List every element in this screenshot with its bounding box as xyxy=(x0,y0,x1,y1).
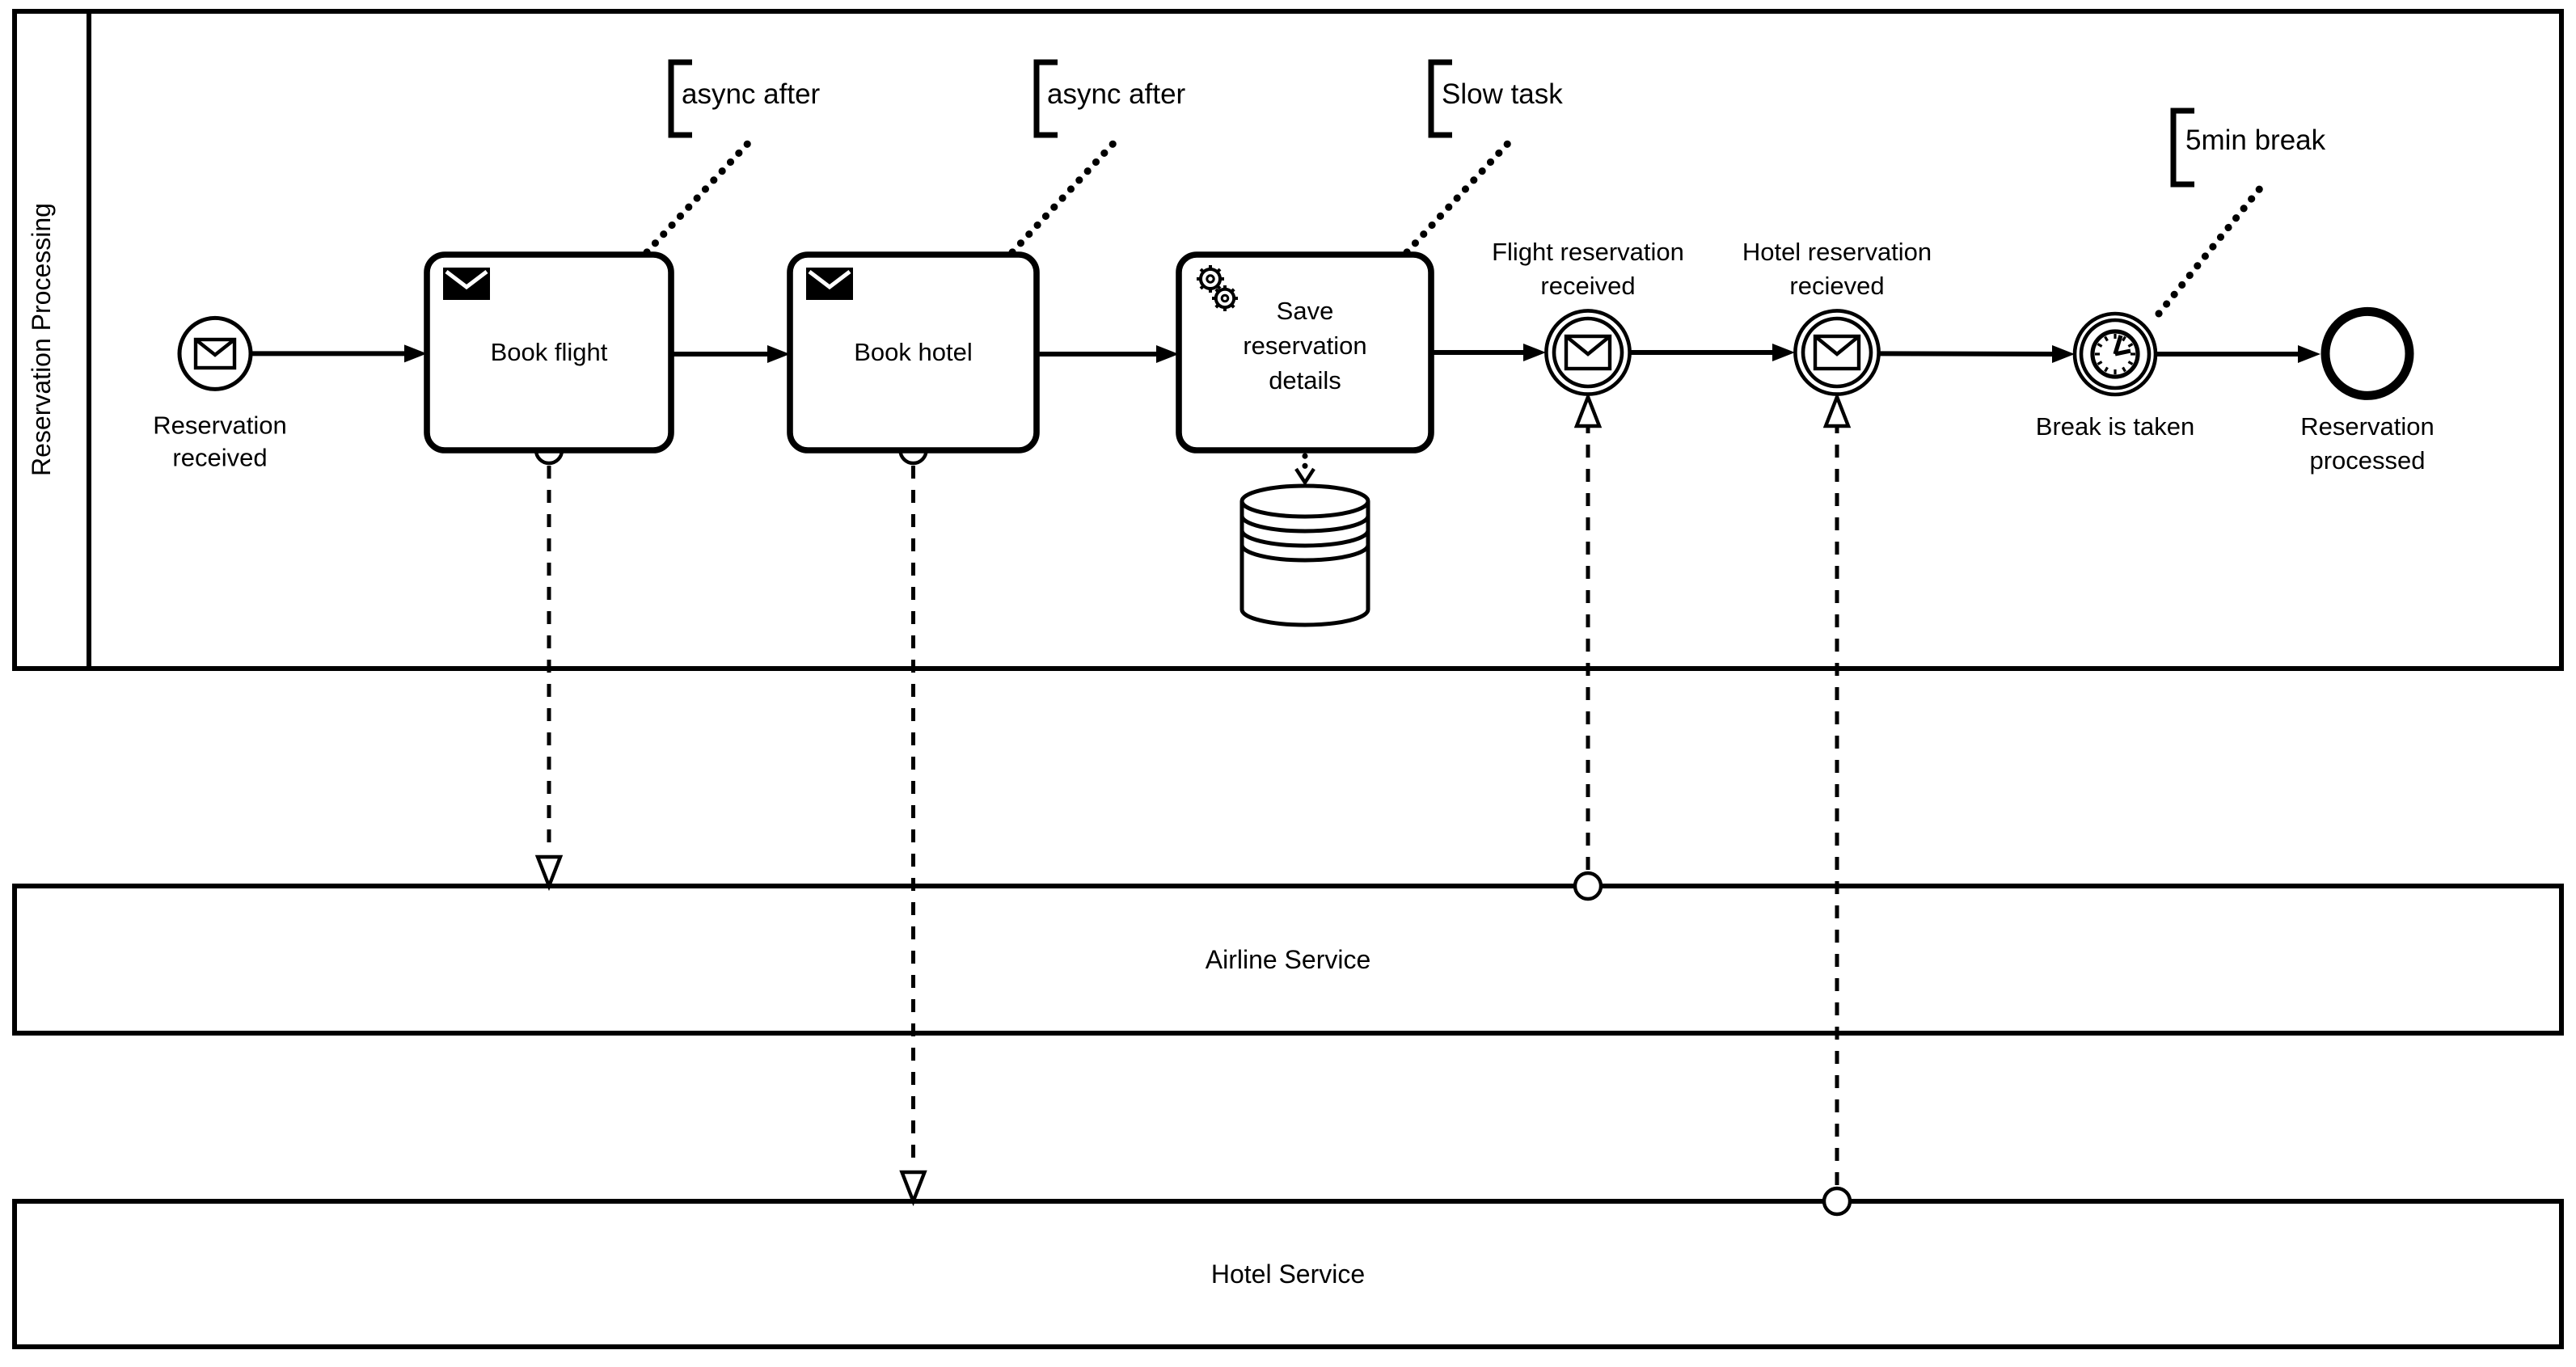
annotation-association xyxy=(643,135,756,256)
sequence-flow-start-to-book-flight[interactable] xyxy=(251,344,427,363)
event-timer-label: Break is taken xyxy=(2036,412,2194,441)
annotation-5min-break[interactable]: 5min break xyxy=(2155,108,2326,318)
annotation-association xyxy=(1008,135,1121,256)
sequence-flow-arrowhead xyxy=(2052,345,2075,363)
task-save-reservation-details[interactable]: Save reservation details xyxy=(1176,251,1434,454)
sequence-flow-line[interactable] xyxy=(1878,351,2054,357)
sequence-flow-arrowhead xyxy=(404,344,427,363)
message-envelope-icon xyxy=(1813,334,1861,371)
annotation-bracket xyxy=(1033,59,1058,138)
message-flow-open-arrowhead xyxy=(899,1170,927,1207)
message-flow-hotel-service-to-hotel-received[interactable] xyxy=(1822,391,1852,1217)
event-flight-received-label-line2: received xyxy=(1540,272,1635,300)
start-event-reservation-received[interactable]: Reservation received xyxy=(153,315,287,472)
database-cylinder-ring2 xyxy=(1239,530,1370,548)
pool-airline-service: Airline Service xyxy=(12,884,2564,1036)
message-flow-open-arrowhead xyxy=(1573,391,1603,428)
message-flow-source-circle xyxy=(1822,1186,1852,1217)
event-hotel-recieved-label-line1: Hotel reservation xyxy=(1742,238,1932,266)
task-book-hotel[interactable]: Book hotel xyxy=(787,251,1040,454)
task-save-details-label-line2: reservation xyxy=(1243,331,1366,360)
message-flow-airline-to-flight-received[interactable] xyxy=(1573,391,1603,901)
task-save-details-label-line1: Save xyxy=(1277,297,1334,325)
end-event-label-line2: processed xyxy=(2309,446,2425,475)
start-event-label-line2: received xyxy=(172,444,267,472)
pool-hotel-service-body[interactable] xyxy=(12,1199,2564,1349)
task-book-flight-label: Book flight xyxy=(491,338,608,366)
annotation-5min-break-text: 5min break xyxy=(2185,124,2326,156)
data-association-save-to-datastore[interactable] xyxy=(1294,453,1315,487)
data-association-open-arrowhead xyxy=(1294,467,1315,487)
end-event-circle[interactable] xyxy=(2321,306,2414,400)
task-book-flight[interactable]: Book flight xyxy=(424,251,674,454)
pool-airline-service-body[interactable] xyxy=(12,884,2564,1036)
annotation-bracket xyxy=(2170,108,2194,188)
end-event-label-line1: Reservation xyxy=(2300,412,2434,441)
event-hotel-reservation-recieved[interactable]: Hotel reservation recieved xyxy=(1742,238,1932,396)
message-envelope-icon xyxy=(806,268,853,300)
sequence-flow-book-hotel-to-save-details[interactable] xyxy=(1037,345,1179,363)
message-envelope-icon xyxy=(443,268,490,300)
sequence-flow-arrowhead xyxy=(767,345,790,363)
event-flight-received-label-line1: Flight reservation xyxy=(1492,238,1684,266)
message-envelope-icon xyxy=(193,337,237,370)
sequence-flow-hotel-received-to-timer[interactable] xyxy=(1878,345,2075,363)
sequence-flow-save-details-to-flight-received[interactable] xyxy=(1431,344,1546,361)
service-gears-icon xyxy=(1197,265,1238,311)
event-timer-break-is-taken[interactable]: Break is taken xyxy=(2036,311,2194,441)
task-book-hotel-label: Book hotel xyxy=(854,338,973,366)
annotation-association xyxy=(2155,184,2265,318)
annotation-async-after-1-text: async after xyxy=(682,78,821,110)
end-event-reservation-processed[interactable]: Reservation processed xyxy=(2300,306,2435,475)
message-flow-open-arrowhead xyxy=(1822,391,1852,428)
task-save-reservation-details-body[interactable] xyxy=(1176,251,1434,454)
annotation-bracket xyxy=(1428,59,1452,138)
annotation-association xyxy=(1403,135,1516,256)
pool-hotel-service: Hotel Service xyxy=(12,1199,2564,1349)
pool-hotel-service-label: Hotel Service xyxy=(1211,1259,1365,1289)
timer-clock-icon xyxy=(2090,329,2140,379)
annotation-bracket xyxy=(668,59,692,138)
database-cylinder-body[interactable] xyxy=(1239,501,1370,627)
pool-airline-service-label: Airline Service xyxy=(1206,945,1371,974)
task-save-details-label-line3: details xyxy=(1269,366,1341,394)
event-hotel-recieved-label-line2: recieved xyxy=(1789,272,1884,300)
database-cylinder-top xyxy=(1239,483,1370,519)
sequence-flow-arrowhead xyxy=(2298,345,2321,363)
annotation-slow-task[interactable]: Slow task xyxy=(1403,59,1563,256)
sequence-flow-arrowhead xyxy=(1156,345,1179,363)
sequence-flow-timer-to-end[interactable] xyxy=(2156,345,2321,363)
database-cylinder-ring1 xyxy=(1239,515,1370,534)
event-flight-reservation-received[interactable]: Flight reservation received xyxy=(1492,238,1684,396)
pool-reservation-processing-label: Reservation Processing xyxy=(27,203,56,476)
message-flow-source-circle xyxy=(1573,871,1603,901)
sequence-flow-flight-received-to-hotel-received[interactable] xyxy=(1630,344,1795,361)
annotation-async-after-1[interactable]: async after xyxy=(643,59,821,256)
database-cylinder-ring3 xyxy=(1239,544,1370,563)
task-book-hotel-body[interactable] xyxy=(787,251,1040,454)
data-store-cylinder[interactable] xyxy=(1239,483,1370,627)
message-envelope-icon xyxy=(1564,334,1612,371)
start-event-label-line1: Reservation xyxy=(153,411,286,440)
sequence-flow-book-flight-to-book-hotel[interactable] xyxy=(671,345,790,363)
annotation-slow-task-text: Slow task xyxy=(1442,78,1563,110)
task-book-flight-body[interactable] xyxy=(424,251,674,454)
annotation-async-after-2[interactable]: async after xyxy=(1008,59,1186,256)
annotation-async-after-2-text: async after xyxy=(1047,78,1186,110)
message-flow-open-arrowhead xyxy=(534,854,564,892)
sequence-flow-arrowhead xyxy=(1523,344,1546,361)
sequence-flow-arrowhead xyxy=(1772,344,1795,361)
